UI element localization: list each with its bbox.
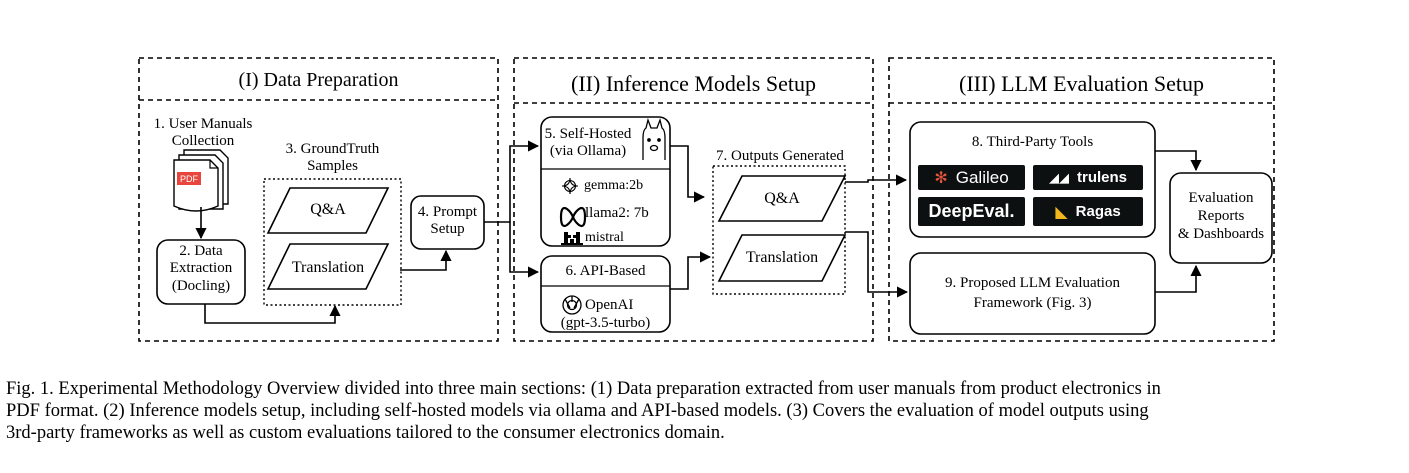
- section-data-preparation: [138, 57, 499, 342]
- caption-line-2: PDF format. (2) Inference models setup, …: [6, 401, 1149, 422]
- self-hosted-line-2: (via Ollama): [549, 143, 627, 160]
- figure-caption: Fig. 1. Experimental Methodology Overvie…: [6, 378, 1401, 445]
- deepeval-logo: DeepEval.: [918, 197, 1025, 226]
- prompt-setup-label: 4. Prompt Setup: [411, 204, 484, 239]
- user-manuals-label: 1. User Manuals Collection: [134, 116, 272, 151]
- reports-line-2: Reports: [1197, 208, 1245, 224]
- prompt-setup-line-2: Setup: [430, 221, 465, 238]
- translation-label: Translation: [291, 259, 365, 276]
- reports-line-1: Evaluation: [1188, 190, 1254, 206]
- self-hosted-line-1: 5. Self-Hosted: [544, 126, 632, 142]
- output-translation-parallelogram: [717, 234, 847, 282]
- section-evaluation-setup: [888, 57, 1275, 342]
- ragas-logo: ◣ Ragas: [1033, 197, 1143, 226]
- openai-model-label: (gpt-3.5-turbo): [560, 315, 651, 331]
- groundtruth-label: 3. GroundTruth Samples: [264, 141, 401, 176]
- model-gemma: gemma:2b: [584, 178, 644, 193]
- proposed-framework-line-1: 9. Proposed LLM Evaluation: [945, 275, 1120, 291]
- qa-label: Q&A: [310, 201, 346, 218]
- openai-icon: [562, 295, 582, 315]
- evaluation-reports-box: [1169, 172, 1273, 264]
- caption-line-3: 3rd-party frameworks as well as custom e…: [6, 423, 725, 444]
- api-based-label: 6. API-Based: [565, 263, 646, 279]
- evaluation-reports-label: Evaluation Reports & Dashboards: [1170, 189, 1272, 243]
- groundtruth-line-2: Samples: [307, 158, 358, 175]
- gemma-icon: [561, 177, 579, 195]
- data-extraction-label: 2. Data Extraction (Docling): [157, 243, 245, 295]
- proposed-framework-label: 9. Proposed LLM Evaluation Framework (Fi…: [910, 274, 1155, 313]
- llama-icon: [642, 117, 666, 160]
- ragas-icon: ◣: [1055, 203, 1068, 221]
- trulens-label: trulens: [1076, 169, 1127, 186]
- flow-arrows: [195, 140, 1202, 324]
- qa-parallelogram: [266, 187, 390, 234]
- groundtruth-samples-box: [263, 178, 402, 306]
- caption-line-1: Fig. 1. Experimental Methodology Overvie…: [6, 379, 1161, 399]
- data-extraction-box: [156, 239, 246, 305]
- self-hosted-label: 5. Self-Hosted (via Ollama): [540, 126, 636, 161]
- section-title-inference-setup: (II) Inference Models Setup: [571, 71, 816, 96]
- translation-parallelogram: [266, 243, 390, 290]
- openai-label: OpenAI: [585, 297, 634, 313]
- section-inference-setup: [513, 57, 874, 342]
- trulens-logo: ◢◢ trulens: [1033, 165, 1143, 190]
- groundtruth-line-1: 3. GroundTruth: [285, 141, 380, 157]
- proposed-framework-line-2: Framework (Fig. 3): [973, 294, 1092, 311]
- output-qa-parallelogram: [717, 175, 847, 222]
- pdf-label: PDF: [180, 174, 198, 184]
- methodology-diagram: [138, 57, 1275, 342]
- section-title-data-preparation: (I) Data Preparation: [238, 69, 399, 91]
- output-qa-label: Q&A: [764, 190, 800, 207]
- data-extraction-line-3: (Docling): [171, 277, 231, 294]
- model-mistral: mistral: [585, 230, 624, 245]
- user-manuals-line-2: Collection: [171, 133, 235, 150]
- self-hosted-box: [540, 116, 671, 247]
- pdf-documents-icon: [173, 149, 229, 212]
- galileo-label: Galileo: [955, 167, 1009, 187]
- data-extraction-line-2: Extraction: [169, 260, 233, 277]
- galileo-icon: ✻: [934, 169, 948, 187]
- galileo-logo: ✻ Galileo: [918, 165, 1025, 190]
- prompt-setup-line-1: 4. Prompt: [417, 204, 478, 220]
- mistral-icon: [561, 232, 583, 245]
- trulens-icon: ◢◢: [1048, 169, 1069, 185]
- proposed-framework-box: [909, 252, 1156, 335]
- section-title-evaluation-setup: (III) LLM Evaluation Setup: [959, 71, 1204, 96]
- outputs-label: 7. Outputs Generated: [716, 148, 844, 164]
- api-based-box: [540, 255, 671, 333]
- reports-line-3: & Dashboards: [1177, 226, 1265, 242]
- ragas-label: Ragas: [1075, 203, 1121, 220]
- third-party-tools-label: 8. Third-Party Tools: [971, 134, 1094, 150]
- outputs-box: [712, 165, 846, 295]
- output-translation-label: Translation: [745, 249, 819, 266]
- user-manuals-line-1: 1. User Manuals: [153, 116, 253, 132]
- data-extraction-line-1: 2. Data: [179, 243, 223, 259]
- meta-icon: [559, 206, 587, 228]
- deepeval-label: DeepEval.: [928, 201, 1015, 221]
- model-llama2: llama2: 7b: [585, 205, 649, 221]
